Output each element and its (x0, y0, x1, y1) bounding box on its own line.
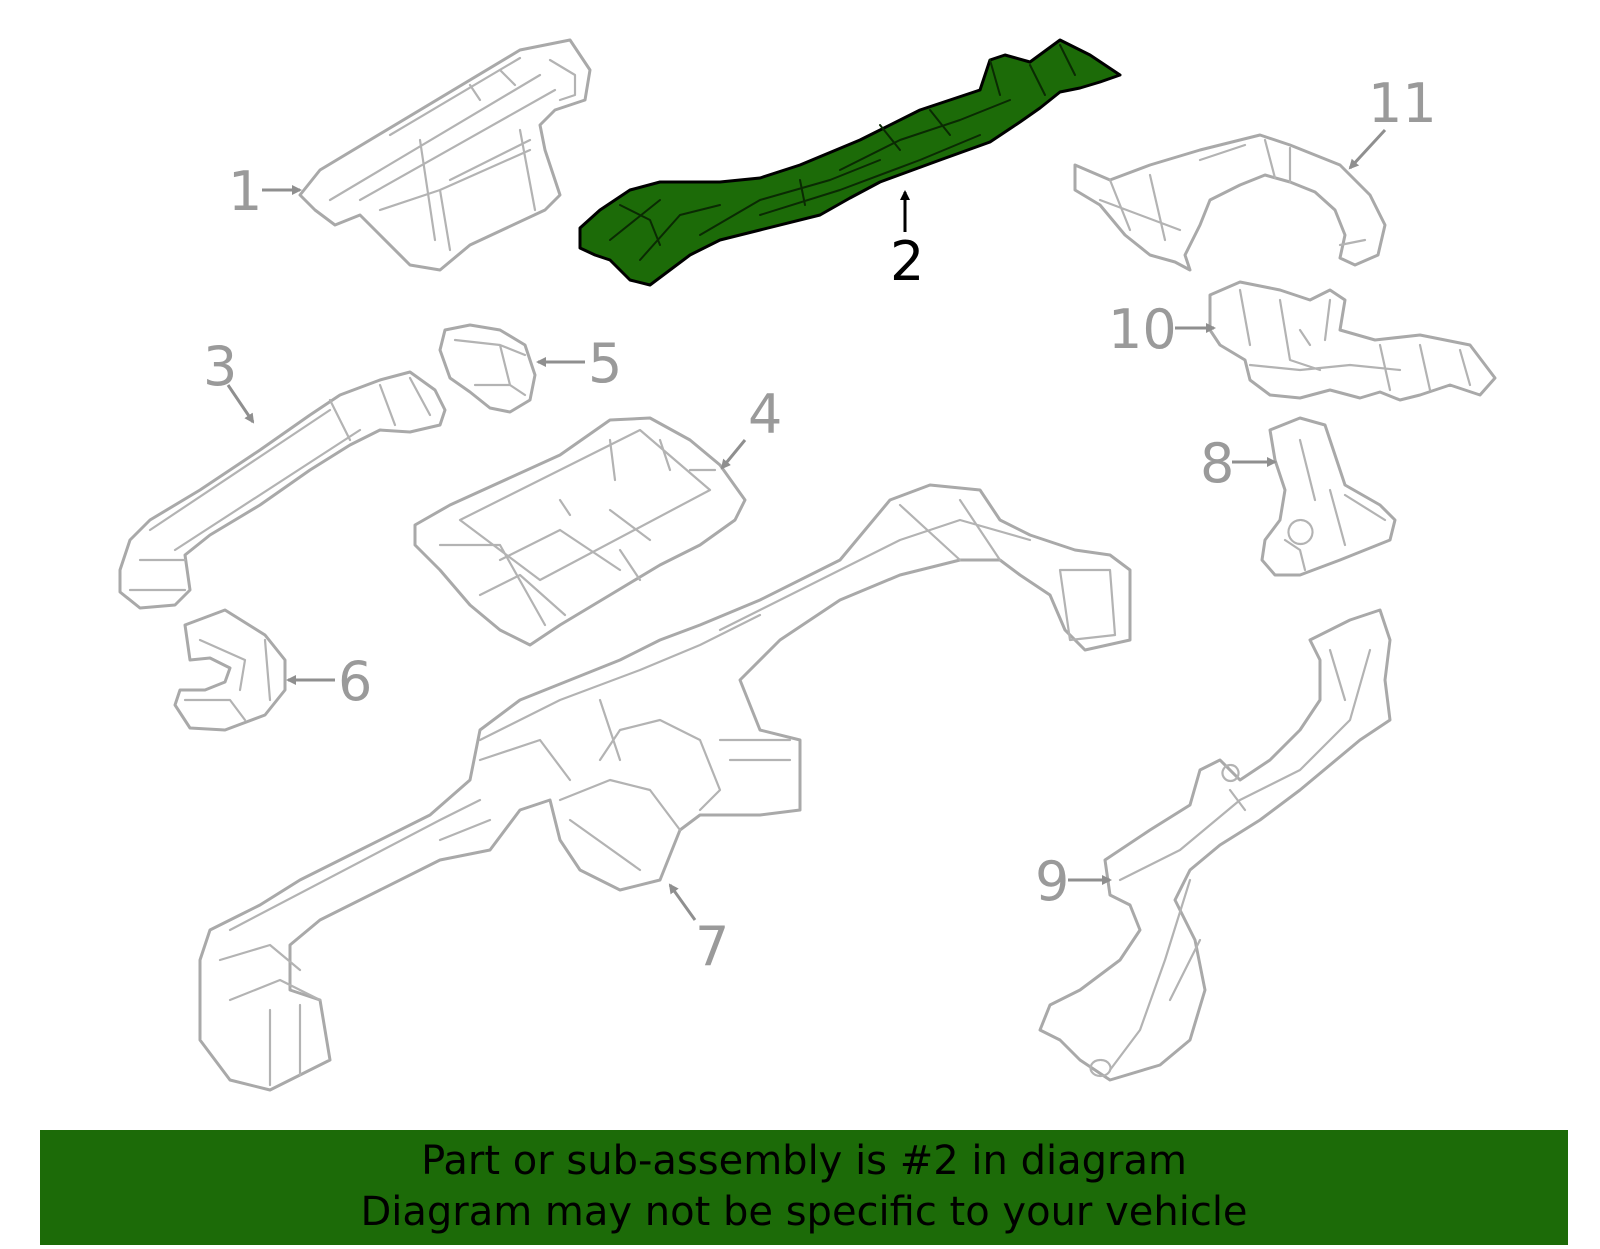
part-4-module-housing[interactable] (413, 416, 747, 647)
callout-10: 10 (1108, 298, 1177, 361)
callout-9: 9 (1035, 850, 1069, 913)
leader-7 (668, 883, 697, 921)
part-9-side-duct[interactable] (1038, 608, 1392, 1082)
banner-line-2: Diagram may not be specific to your vehi… (360, 1189, 1248, 1235)
callout-5: 5 (588, 332, 622, 395)
leader-4 (720, 439, 747, 470)
part-1-vent-housing[interactable] (298, 38, 592, 272)
part-8-bracket[interactable] (1260, 416, 1397, 577)
callout-numbers: 1 2 3 4 5 6 7 8 9 10 11 (203, 72, 1437, 978)
callout-7: 7 (695, 915, 729, 978)
parts-diagram: 1 2 3 4 5 6 7 8 9 10 11 (118, 38, 1497, 1092)
leader-lines (226, 128, 1387, 921)
part-6-elbow[interactable] (173, 608, 287, 732)
part-10-plenum[interactable] (1208, 280, 1497, 402)
callout-4: 4 (748, 383, 782, 446)
part-5-elbow[interactable] (438, 323, 537, 414)
callout-8: 8 (1200, 432, 1234, 495)
info-banner: Part or sub-assembly is #2 in diagram Di… (40, 1130, 1568, 1245)
leader-3 (226, 384, 255, 424)
part-7-main-duct-assembly[interactable] (198, 483, 1132, 1092)
part-11-bent-duct[interactable] (1073, 133, 1387, 272)
banner-line-1: Part or sub-assembly is #2 in diagram (421, 1138, 1187, 1184)
callout-1: 1 (228, 160, 262, 223)
part-2-duct-highlighted[interactable] (578, 38, 1122, 287)
callout-6: 6 (338, 650, 372, 713)
leader-11 (1348, 128, 1387, 170)
callout-3: 3 (203, 335, 237, 398)
callout-2: 2 (890, 230, 924, 293)
callout-11: 11 (1368, 72, 1437, 135)
part-3-duct[interactable] (118, 370, 447, 610)
